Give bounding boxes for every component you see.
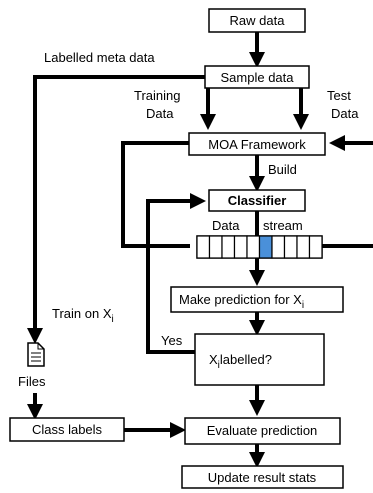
data-stream: Data stream <box>196 218 323 259</box>
stream-cell <box>233 235 248 259</box>
class-labels-label: Class labels <box>32 422 103 437</box>
sample-data-label: Sample data <box>221 70 295 85</box>
moa-framework-node: MOA Framework <box>188 132 326 156</box>
build-label: Build <box>268 162 297 177</box>
train-on-label: Train on Xi <box>52 306 114 325</box>
stream-cell <box>208 235 223 259</box>
stream-data-label: Data <box>212 218 240 233</box>
classifier-label: Classifier <box>228 193 287 208</box>
moa-framework-label: MOA Framework <box>208 137 306 152</box>
evaluate-prediction-node: Evaluate prediction <box>184 417 341 445</box>
stream-cell <box>246 235 261 259</box>
sample-data-node: Sample data <box>204 65 310 89</box>
yes-label: Yes <box>161 333 183 348</box>
stream-cell <box>221 235 236 259</box>
stream-label: stream <box>263 218 303 233</box>
labelled-meta-label: Labelled meta data <box>44 50 155 65</box>
stream-cell <box>296 235 311 259</box>
test-label: Test <box>327 88 351 103</box>
stream-cell <box>271 235 286 259</box>
make-prediction-node: Make prediction for Xi <box>170 286 344 313</box>
stream-cell-current <box>258 235 273 259</box>
x-labelled-label: Xilabelled? <box>209 352 272 371</box>
stream-cell <box>283 235 298 259</box>
test-data-label: Data <box>331 106 359 121</box>
update-stats-label: Update result stats <box>208 470 317 485</box>
training-data-label: Data <box>146 106 174 121</box>
update-stats-node: Update result stats <box>181 465 344 489</box>
stream-cell <box>196 235 211 259</box>
file-icon <box>27 342 45 367</box>
make-prediction-label: Make prediction for Xi <box>179 292 304 311</box>
x-labelled-decision: Xilabelled? <box>194 333 325 386</box>
evaluate-prediction-label: Evaluate prediction <box>207 423 318 438</box>
stream-cell <box>308 235 323 259</box>
raw-data-node: Raw data <box>208 8 306 33</box>
classifier-node: Classifier <box>208 189 306 212</box>
stream-cells <box>196 235 323 259</box>
raw-data-label: Raw data <box>230 13 286 28</box>
training-label: Training <box>134 88 180 103</box>
connectors <box>27 32 373 468</box>
files-label: Files <box>18 374 46 389</box>
class-labels-node: Class labels <box>9 417 125 442</box>
